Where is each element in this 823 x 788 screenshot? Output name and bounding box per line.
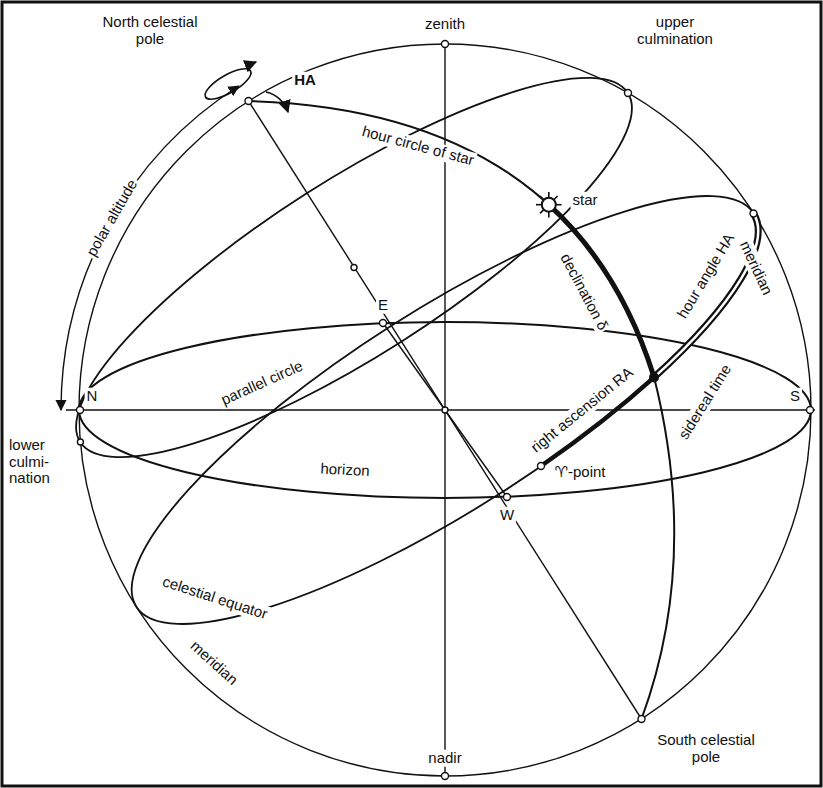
diagram-label: star <box>570 192 599 209</box>
diagram-label: declination δ <box>556 249 612 335</box>
diagram-label: sidereal time <box>674 360 735 444</box>
diagram-label: S <box>788 388 802 405</box>
diagram-label: North celestial pole <box>92 14 208 47</box>
diagram-label: W <box>498 507 516 524</box>
diagram-label: N <box>85 388 100 405</box>
diagram-label: celestial equator <box>159 573 272 624</box>
diagram-label: meridian <box>736 237 777 300</box>
diagram-label: zenith <box>423 16 467 33</box>
diagram-label: hour angle HA <box>673 229 739 323</box>
diagram-label: E <box>376 297 390 314</box>
diagram-label: HA <box>292 72 318 89</box>
diagram-label: meridian <box>186 636 243 689</box>
diagram-label: upper culmination <box>629 14 721 47</box>
diagram-label: parallel circle <box>217 357 307 409</box>
diagram-label: ♈-point <box>553 464 608 481</box>
diagram-label: nadir <box>426 750 463 767</box>
diagram-label: South celestial pole <box>647 732 765 765</box>
diagram-label: horizon <box>318 460 372 479</box>
diagram-label: lower culmi- nation <box>7 437 65 487</box>
